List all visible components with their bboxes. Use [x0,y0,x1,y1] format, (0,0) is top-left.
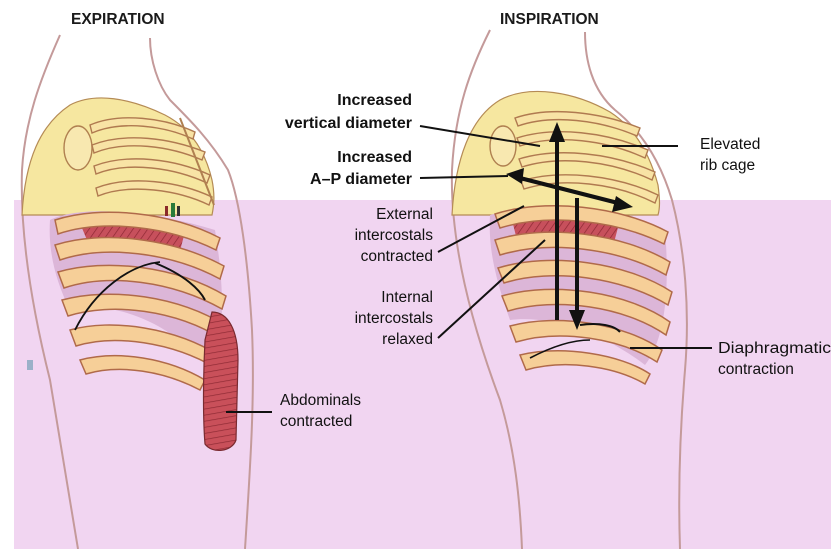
internal-intercostals-line3: relaxed [382,331,433,348]
inspiration-header: INSPIRATION [500,11,599,28]
elevated-rib-cage-line1: Elevated [700,136,760,153]
diaphragmatic-line1: Diaphragmatic [718,340,831,357]
expiration-header: EXPIRATION [71,11,165,28]
abdominals-line1: Abdominals [280,392,361,409]
internal-intercostals-line1: Internal [381,289,433,306]
expiration-shoulder-joint [64,126,92,170]
increased-ap-line1: Increased [337,149,412,166]
increased-ap-line2: A–P diameter [310,171,412,188]
abdominal-muscle [204,312,239,450]
inspiration-shoulder-joint [490,126,516,166]
external-intercostals-line2: intercostals [355,227,434,244]
increased-vertical-line1: Increased [337,92,412,109]
external-intercostals-line1: External [376,206,433,223]
increased-vertical-line2: vertical diameter [285,115,412,132]
diaphragmatic-line2: contraction [718,361,794,378]
elevated-rib-cage-line2: rib cage [700,157,755,174]
external-intercostals-line3: contracted [361,248,433,265]
internal-intercostals-line2: intercostals [355,310,434,327]
abdominals-line2: contracted [280,413,352,430]
